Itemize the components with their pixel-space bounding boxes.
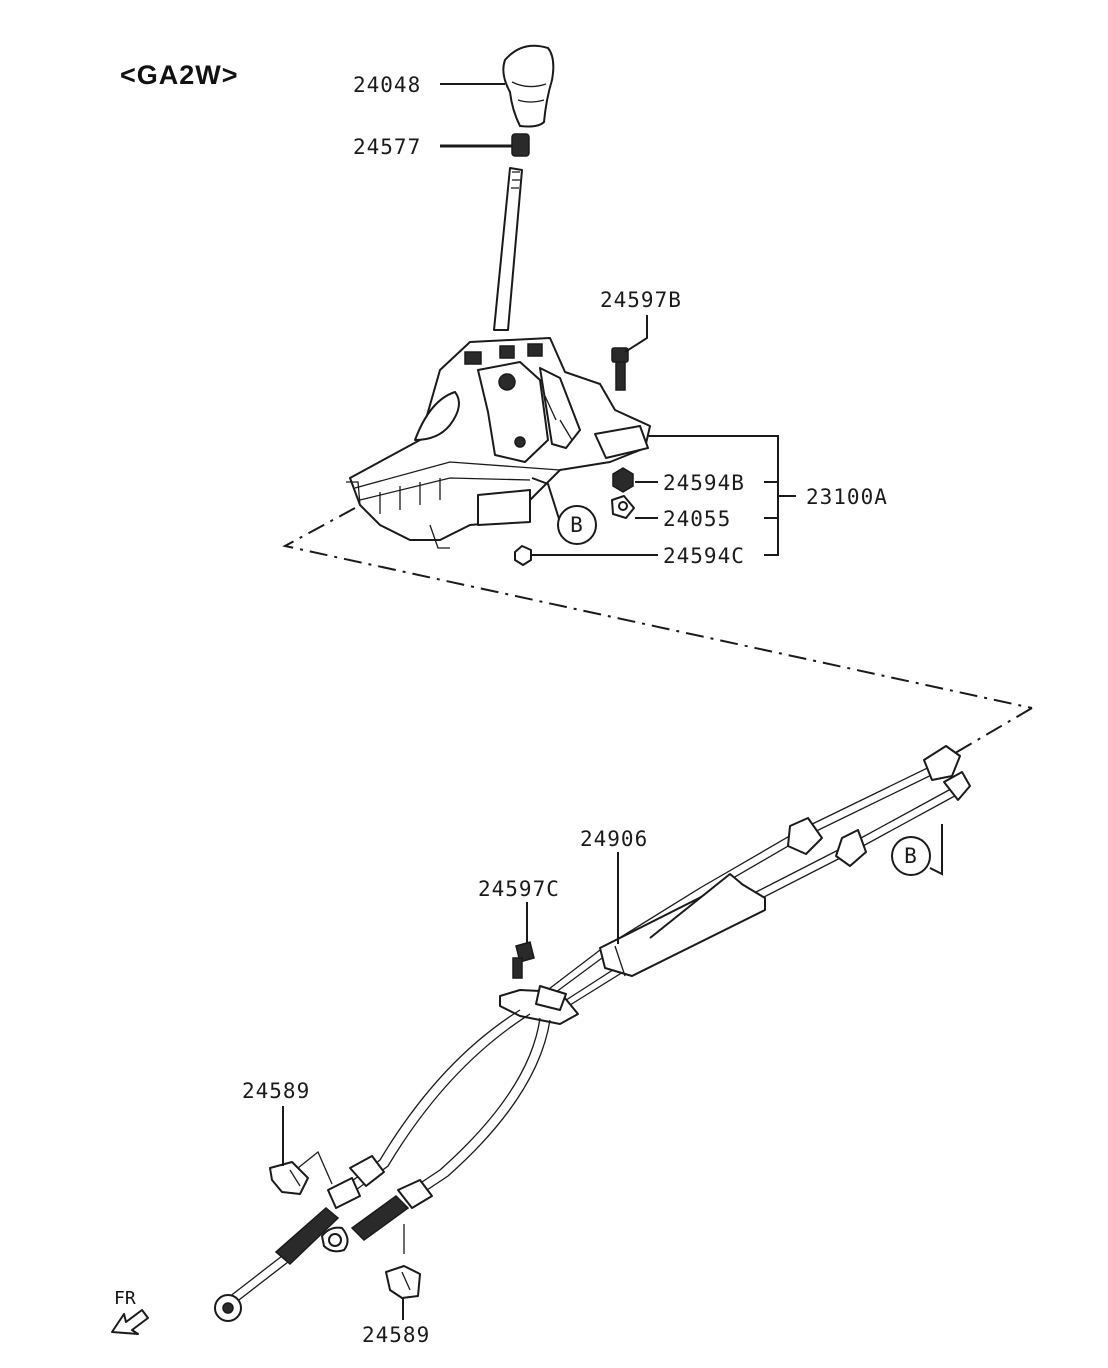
ref-marker-b-lower-text: B <box>904 844 918 868</box>
ref-marker-b-upper: B <box>557 505 597 545</box>
label-24055: 24055 <box>663 507 731 531</box>
ref-marker-b-upper-text: B <box>570 513 584 537</box>
leader-24589-upper-hint <box>297 1150 333 1185</box>
nut-24594B <box>612 467 634 493</box>
connection-line-left <box>282 507 1033 709</box>
leader-ref-b-upper <box>531 477 561 523</box>
ref-marker-b-lower: B <box>891 836 931 876</box>
label-24597C: 24597C <box>478 877 560 901</box>
shift-cable-assembly <box>214 745 971 1322</box>
front-indicator-text: FR <box>114 1288 136 1309</box>
bolt-24597C <box>512 941 535 979</box>
leader-ref-b-lower <box>929 824 943 876</box>
label-24594B: 24594B <box>663 471 745 495</box>
shift-knob <box>502 44 555 128</box>
label-24589-upper: 24589 <box>242 1079 310 1103</box>
leader-24597B <box>624 315 648 353</box>
bracket-23100A <box>648 435 796 556</box>
clip-24589-upper <box>269 1161 309 1195</box>
shifter-base-housing <box>346 337 651 549</box>
label-24906: 24906 <box>580 827 648 851</box>
label-24594C: 24594C <box>663 544 745 568</box>
front-direction-indicator: FR <box>111 1288 149 1335</box>
label-23100A: 23100A <box>806 485 888 509</box>
connection-line-right <box>949 707 1033 757</box>
label-24589-lower: 24589 <box>362 1323 430 1347</box>
nut-24594C <box>514 545 532 566</box>
bolt-24597B <box>611 347 629 391</box>
label-24577: 24577 <box>353 135 421 159</box>
washer-24055 <box>611 495 635 519</box>
knob-nut <box>511 133 530 157</box>
shift-lever-rod <box>493 167 523 331</box>
label-24597B: 24597B <box>600 288 682 312</box>
clip-24589-lower <box>385 1265 421 1299</box>
front-arrow-icon <box>111 1309 149 1335</box>
label-24048: 24048 <box>353 73 421 97</box>
diagram-title: <GA2W> <box>120 60 239 90</box>
